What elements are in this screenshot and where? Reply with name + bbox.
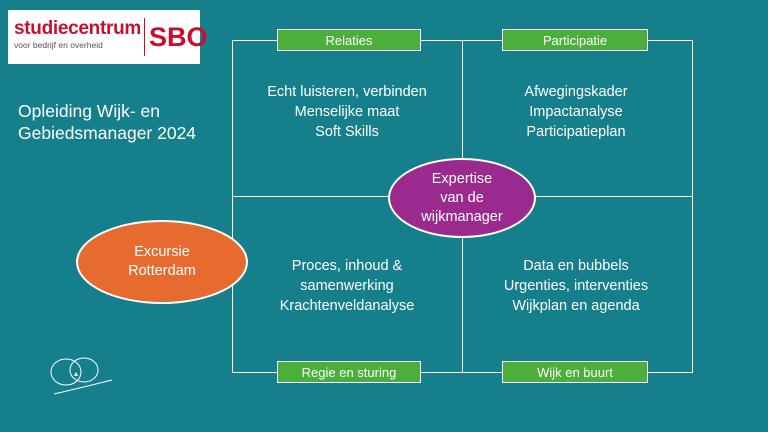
logo: studiecentrum voor bedrijf en overheid S… bbox=[8, 10, 208, 64]
quadrant-line: Menselijke maat bbox=[294, 104, 400, 120]
excursion-line-1: Excursie bbox=[134, 244, 190, 260]
expertise-ellipse: Expertise van de wijkmanager bbox=[388, 158, 536, 238]
quadrant-line: Krachtenveldanalyse bbox=[279, 298, 415, 314]
quadrant-regie-text: Proces, inhoud & samenwerking Krachtenve… bbox=[252, 256, 442, 316]
expertise-line-1: Expertise bbox=[431, 170, 493, 187]
grid-right-line bbox=[692, 40, 693, 373]
logo-divider bbox=[144, 18, 145, 56]
quadrant-relaties-text: Echt luisteren, verbinden Menselijke maa… bbox=[252, 82, 442, 142]
label-relaties: Relaties bbox=[277, 29, 421, 51]
quadrant-line: samenwerking bbox=[300, 278, 394, 294]
excursion-ellipse: Excursie Rotterdam bbox=[76, 220, 248, 304]
expertise-line-2: van de bbox=[440, 189, 484, 206]
quadrant-line: Impactanalyse bbox=[529, 104, 623, 120]
quadrant-line: Afwegingskader bbox=[524, 84, 628, 100]
page-title: Opleiding Wijk- en Gebiedsmanager 2024 bbox=[18, 100, 228, 144]
quadrant-line: Data en bubbels bbox=[523, 258, 629, 274]
quadrant-line: Soft Skills bbox=[315, 124, 379, 140]
expertise-line-3: wijkmanager bbox=[421, 208, 503, 225]
title-line-2: Gebiedsmanager 2024 bbox=[18, 123, 197, 143]
excursion-line-2: Rotterdam bbox=[128, 263, 196, 279]
quadrant-line: Urgenties, interventies bbox=[503, 278, 649, 294]
grid-left-line bbox=[232, 40, 233, 373]
title-line-1: Opleiding Wijk- en bbox=[18, 101, 160, 121]
quadrant-line: Echt luisteren, verbinden bbox=[267, 84, 427, 100]
label-regie-en-sturing: Regie en sturing bbox=[277, 361, 421, 383]
quadrant-line: Proces, inhoud & bbox=[291, 258, 403, 274]
quadrant-line: Wijkplan en agenda bbox=[512, 298, 640, 314]
quadrant-participatie-text: Afwegingskader Impactanalyse Participati… bbox=[481, 82, 671, 142]
logo-name: studiecentrum bbox=[14, 18, 142, 39]
quadrant-wijk-text: Data en bubbels Urgenties, interventies … bbox=[481, 256, 671, 316]
logo-tagline: voor bedrijf en overheid bbox=[14, 40, 103, 50]
quadrant-line: Participatieplan bbox=[526, 124, 626, 140]
label-participatie: Participatie bbox=[502, 29, 648, 51]
logo-brand: SBO bbox=[149, 22, 208, 52]
doodle-sketch-icon bbox=[50, 357, 113, 395]
label-wijk-en-buurt: Wijk en buurt bbox=[502, 361, 648, 383]
